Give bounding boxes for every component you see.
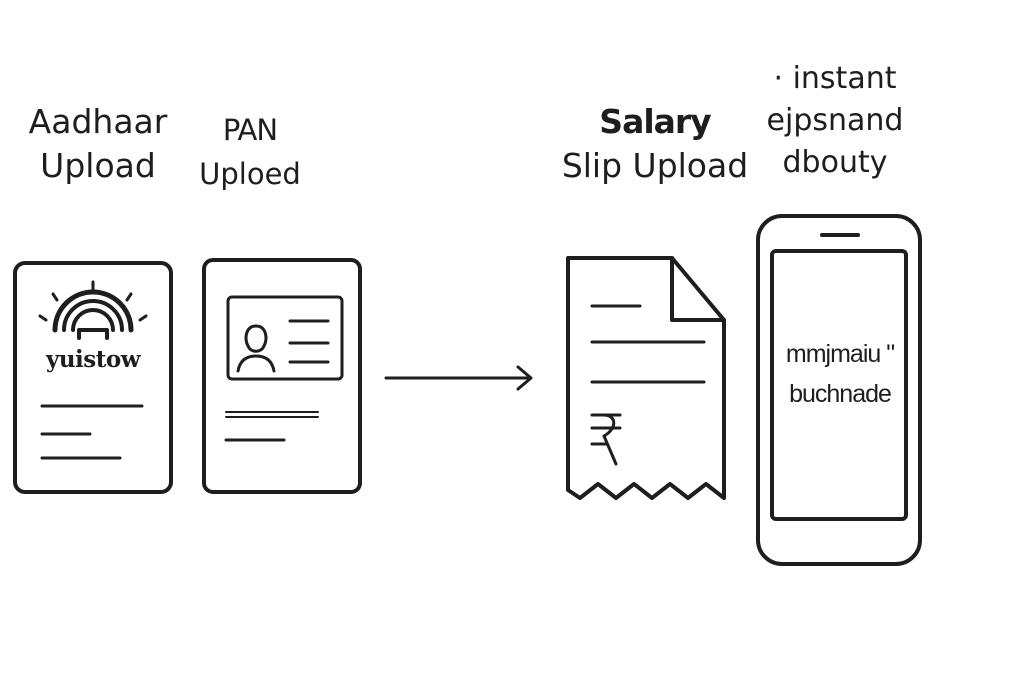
right-arrow-icon (384, 365, 533, 391)
instant-label-line-3: dbouty (782, 145, 888, 180)
aadhaar-emblem-ray (138, 314, 148, 322)
salary-label-line-1: Salary (599, 102, 711, 141)
pan-card-icon (202, 258, 362, 494)
aadhaar-emblem-base (77, 328, 109, 340)
person-head-icon (244, 324, 268, 353)
aadhaar-emblem-arc-middle (62, 299, 124, 332)
pan-label-line-2: Uploed (199, 157, 301, 191)
salary-slip-icon (566, 256, 726, 500)
aadhaar-emblem-ray (38, 314, 48, 322)
aadhaar-emblem-ray (125, 292, 133, 302)
rupee-icon (590, 413, 622, 466)
aadhaar-label-line-2: Upload (40, 146, 156, 185)
pan-upload-label: PAN Uploed (180, 108, 320, 196)
smartphone-icon (756, 214, 922, 566)
aadhaar-label-line-1: Aadhaar (28, 102, 168, 141)
salary-label-line-2: Slip Upload (561, 146, 749, 185)
pan-card-outline (202, 258, 362, 494)
phone-screen-text-line-2: buchnade (789, 380, 892, 408)
instant-label-line-1: · instant (773, 61, 897, 96)
instant-label-line-2: ejpsnand (766, 103, 904, 138)
aadhaar-card-icon (13, 261, 173, 494)
person-shoulders-icon (236, 354, 276, 373)
phone-screen-text-line-1: mmjmaiu " (785, 340, 895, 368)
aadhaar-card-outline (13, 261, 173, 494)
aadhaar-card-text: yuistow (45, 346, 141, 373)
salary-slip-fold (670, 256, 726, 322)
pan-photo-frame (226, 295, 344, 381)
aadhaar-emblem-arc-outer (52, 289, 134, 333)
aadhaar-emblem-ray (51, 292, 59, 302)
aadhaar-emblem-arc-inner (71, 308, 115, 332)
phone-screen (770, 249, 908, 521)
pan-label-line-1: PAN (222, 113, 278, 147)
salary-slip-outline (566, 256, 726, 500)
aadhaar-upload-label: Aadhaar Upload (18, 100, 178, 188)
phone-outline (756, 214, 922, 566)
instant-disbursal-label: · instant ejpsnand dbouty (755, 58, 915, 184)
arrow-head (516, 365, 533, 391)
salary-slip-upload-label: Salary Slip Upload (555, 100, 755, 188)
